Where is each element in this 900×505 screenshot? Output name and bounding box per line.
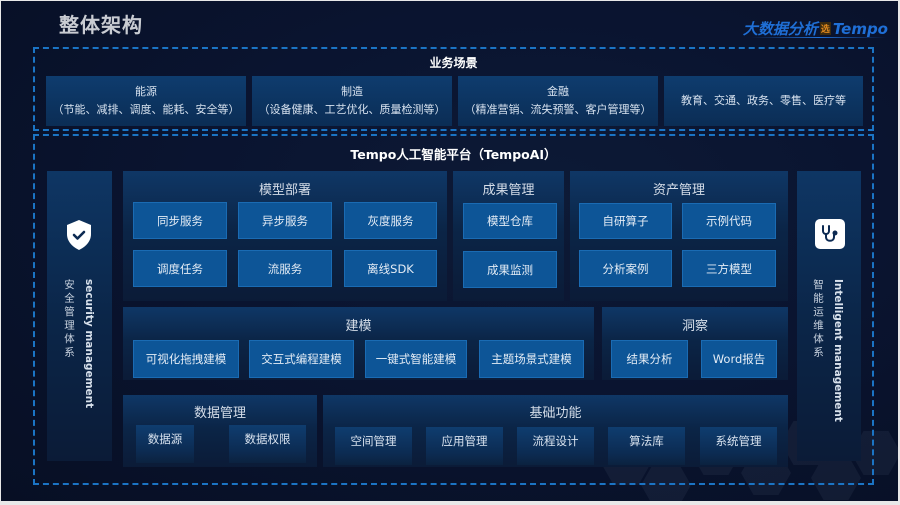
page-title: 整体架构 [59, 13, 143, 37]
scenario-card-finance[interactable]: 金融 （精准营销、流失预警、客户管理等） [458, 76, 658, 126]
scenario-title: 能源 [135, 85, 157, 98]
gray-service-button[interactable]: 灰度服务 [344, 202, 437, 239]
space-management-button[interactable]: 空间管理 [335, 427, 412, 465]
scenario-title: 教育、交通、政务、零售、医疗等 [681, 94, 846, 107]
insight-panel: 洞察 结果分析 Word报告 [602, 307, 788, 380]
data-permission-button[interactable]: 数据权限 [229, 425, 306, 463]
asset-management-title: 资产管理 [652, 183, 705, 198]
logo-mark: 选 [819, 22, 831, 35]
sample-code-button[interactable]: 示例代码 [682, 203, 776, 239]
scenario-title: 金融 [547, 85, 569, 98]
stream-service-button[interactable]: 流服务 [238, 250, 332, 287]
scenario-card-other[interactable]: 教育、交通、政务、零售、医疗等 [664, 76, 863, 126]
shield-check-icon [65, 219, 93, 255]
scenario-title: 制造 [341, 85, 363, 98]
scenario-card-manufacturing[interactable]: 制造 （设备健康、工艺优化、质量检测等） [252, 76, 452, 126]
stethoscope-icon [815, 219, 845, 249]
basic-functions-title: 基础功能 [529, 406, 582, 421]
intelligent-management-en: Intelligent management [832, 279, 844, 422]
asset-management-panel: 资产管理 自研算子 示例代码 分析案例 三方模型 [570, 171, 788, 301]
schedule-task-button[interactable]: 调度任务 [133, 250, 227, 287]
platform-label: Tempo人工智能平台（TempoAI） [350, 147, 557, 162]
async-service-button[interactable]: 异步服务 [238, 202, 332, 239]
app-management-button[interactable]: 应用管理 [426, 427, 503, 465]
analysis-case-button[interactable]: 分析案例 [579, 250, 672, 287]
data-source-button[interactable]: 数据源 [136, 425, 194, 463]
model-deployment-title: 模型部署 [258, 183, 311, 198]
results-monitoring-button[interactable]: 成果监测 [463, 251, 557, 288]
scenario-detail: （节能、减排、调度、能耗、安全等） [52, 103, 240, 116]
security-management-zh: 安全管理体系 [63, 279, 75, 360]
business-scenarios-label: 业务场景 [429, 56, 478, 70]
model-repository-button[interactable]: 模型仓库 [463, 203, 557, 239]
third-party-model-button[interactable]: 三方模型 [682, 250, 776, 287]
platform-box [33, 134, 874, 485]
scenario-card-energy[interactable]: 能源 （节能、减排、调度、能耗、安全等） [46, 76, 246, 126]
workflow-design-button[interactable]: 流程设计 [517, 427, 594, 465]
logo-underline [751, 37, 886, 38]
intelligent-management-zh: 智能运维体系 [812, 279, 824, 360]
result-analysis-button[interactable]: 结果分析 [611, 340, 688, 378]
security-management-panel[interactable]: 安全管理体系 security management [47, 171, 112, 461]
data-management-panel: 数据管理 数据源 数据权限 [123, 395, 317, 467]
word-report-button[interactable]: Word报告 [701, 340, 777, 378]
self-developed-operator-button[interactable]: 自研算子 [579, 203, 672, 239]
interactive-coding-modeling-button[interactable]: 交互式编程建模 [249, 340, 354, 378]
modeling-panel: 建模 可视化拖拽建模 交互式编程建模 一键式智能建模 主题场景式建模 [123, 307, 594, 380]
system-management-button[interactable]: 系统管理 [700, 427, 777, 465]
scenario-detail: （设备健康、工艺优化、质量检测等） [258, 103, 446, 116]
logo-prefix: 大数据分析 [742, 20, 818, 38]
basic-functions-panel: 基础功能 空间管理 应用管理 流程设计 算法库 系统管理 [323, 395, 788, 467]
results-management-panel: 成果管理 模型仓库 成果监测 [453, 171, 564, 301]
logo-brand: Tempo [832, 19, 888, 38]
scenario-detail: （精准营销、流失预警、客户管理等） [464, 103, 652, 116]
security-management-en: security management [83, 279, 95, 409]
offline-sdk-button[interactable]: 离线SDK [344, 250, 437, 287]
one-click-smart-modeling-button[interactable]: 一键式智能建模 [365, 340, 467, 378]
sync-service-button[interactable]: 同步服务 [133, 202, 227, 239]
algorithm-library-button[interactable]: 算法库 [608, 427, 685, 465]
brand-logo: 大数据分析 选 Tempo [743, 18, 888, 39]
scenario-modeling-button[interactable]: 主题场景式建模 [479, 340, 584, 378]
insight-title: 洞察 [681, 319, 708, 334]
intelligent-management-panel[interactable]: 智能运维体系 Intelligent management [797, 171, 861, 461]
business-scenarios-box [33, 47, 874, 131]
visual-drag-modeling-button[interactable]: 可视化拖拽建模 [133, 340, 239, 378]
results-management-title: 成果管理 [482, 183, 535, 198]
data-management-title: 数据管理 [193, 406, 246, 421]
modeling-title: 建模 [345, 319, 372, 334]
model-deployment-panel: 模型部署 同步服务 异步服务 灰度服务 调度任务 流服务 离线SDK [123, 171, 447, 301]
